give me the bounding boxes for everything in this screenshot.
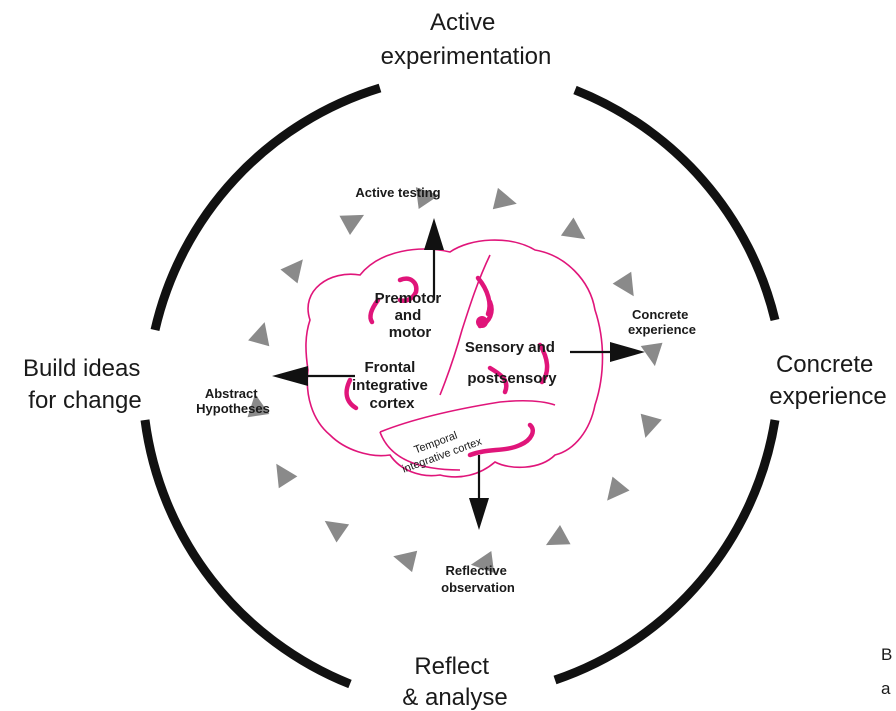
arrow-down-head bbox=[469, 498, 489, 530]
arrow-right-head bbox=[610, 342, 645, 362]
cycle-arrowhead bbox=[280, 259, 303, 284]
cycle-arrowhead bbox=[470, 551, 495, 573]
stage-label-left: Build ideas for change bbox=[23, 355, 147, 414]
stage-label-bottom: Reflect & analyse bbox=[402, 653, 507, 711]
cycle-arrowhead bbox=[415, 187, 440, 209]
inner-label-active-testing: Active testing bbox=[355, 185, 440, 200]
ring-arc-bottom-left bbox=[140, 419, 352, 689]
gyrus-3 bbox=[475, 275, 492, 317]
edge-text-fragment: B a bbox=[881, 645, 896, 698]
cycle-arrowhead bbox=[545, 524, 571, 546]
gyrus-dot bbox=[476, 316, 488, 328]
cycle-arrowhead bbox=[492, 187, 517, 210]
gyrus-1 bbox=[397, 276, 419, 303]
cycle-arrowhead bbox=[393, 550, 418, 573]
ring-arc-top-left bbox=[150, 83, 382, 332]
gyrus-7 bbox=[537, 342, 550, 385]
cycle-arrowhead bbox=[612, 271, 634, 297]
cycle-arrowhead bbox=[324, 520, 350, 543]
cycle-arrowhead bbox=[339, 214, 365, 236]
region-label-premotor: Premotor and motor bbox=[375, 290, 446, 341]
region-label-frontal: Frontal integrative cortex bbox=[352, 359, 432, 412]
cycle-arrowhead bbox=[247, 393, 270, 418]
gyrus-5 bbox=[344, 377, 359, 411]
region-label-sensory: Sensory and postsensory bbox=[465, 339, 559, 387]
region-label-temporal: Temporal integrative cortex bbox=[396, 422, 484, 475]
cycle-arrowhead bbox=[640, 413, 662, 438]
brain-fold-central bbox=[439, 254, 491, 396]
stage-label-top: Active experimentation bbox=[381, 9, 552, 70]
arrow-left-head bbox=[272, 366, 308, 386]
outer-ring bbox=[140, 83, 780, 689]
inner-label-abstract-hypotheses: Abstract Hypotheses bbox=[196, 386, 270, 416]
ring-arc-top-right bbox=[573, 85, 780, 322]
cycle-arrowhead bbox=[276, 463, 298, 489]
direction-arrows bbox=[272, 218, 645, 530]
cycle-arrowhead bbox=[560, 217, 586, 240]
gyrus-8 bbox=[467, 422, 535, 458]
brain-fold-temporal-top bbox=[379, 399, 556, 433]
stage-label-right: Concrete experience bbox=[769, 351, 886, 410]
gyrus-2 bbox=[368, 297, 381, 325]
gyrus-6 bbox=[487, 365, 509, 395]
ring-arc-bottom-right bbox=[553, 419, 780, 685]
cycle-arrowhead bbox=[640, 342, 663, 367]
cycle-arrowheads bbox=[247, 187, 663, 573]
brain-gyri bbox=[344, 275, 550, 458]
brain-fold-temporal-bottom bbox=[379, 431, 461, 471]
cycle-arrowhead bbox=[607, 476, 630, 501]
cycle-arrowhead bbox=[248, 322, 270, 347]
arrow-up-head bbox=[424, 218, 444, 250]
inner-label-concrete-experience: Concrete experience bbox=[628, 307, 696, 337]
inner-label-reflective-observation: Reflective observation bbox=[441, 563, 515, 595]
